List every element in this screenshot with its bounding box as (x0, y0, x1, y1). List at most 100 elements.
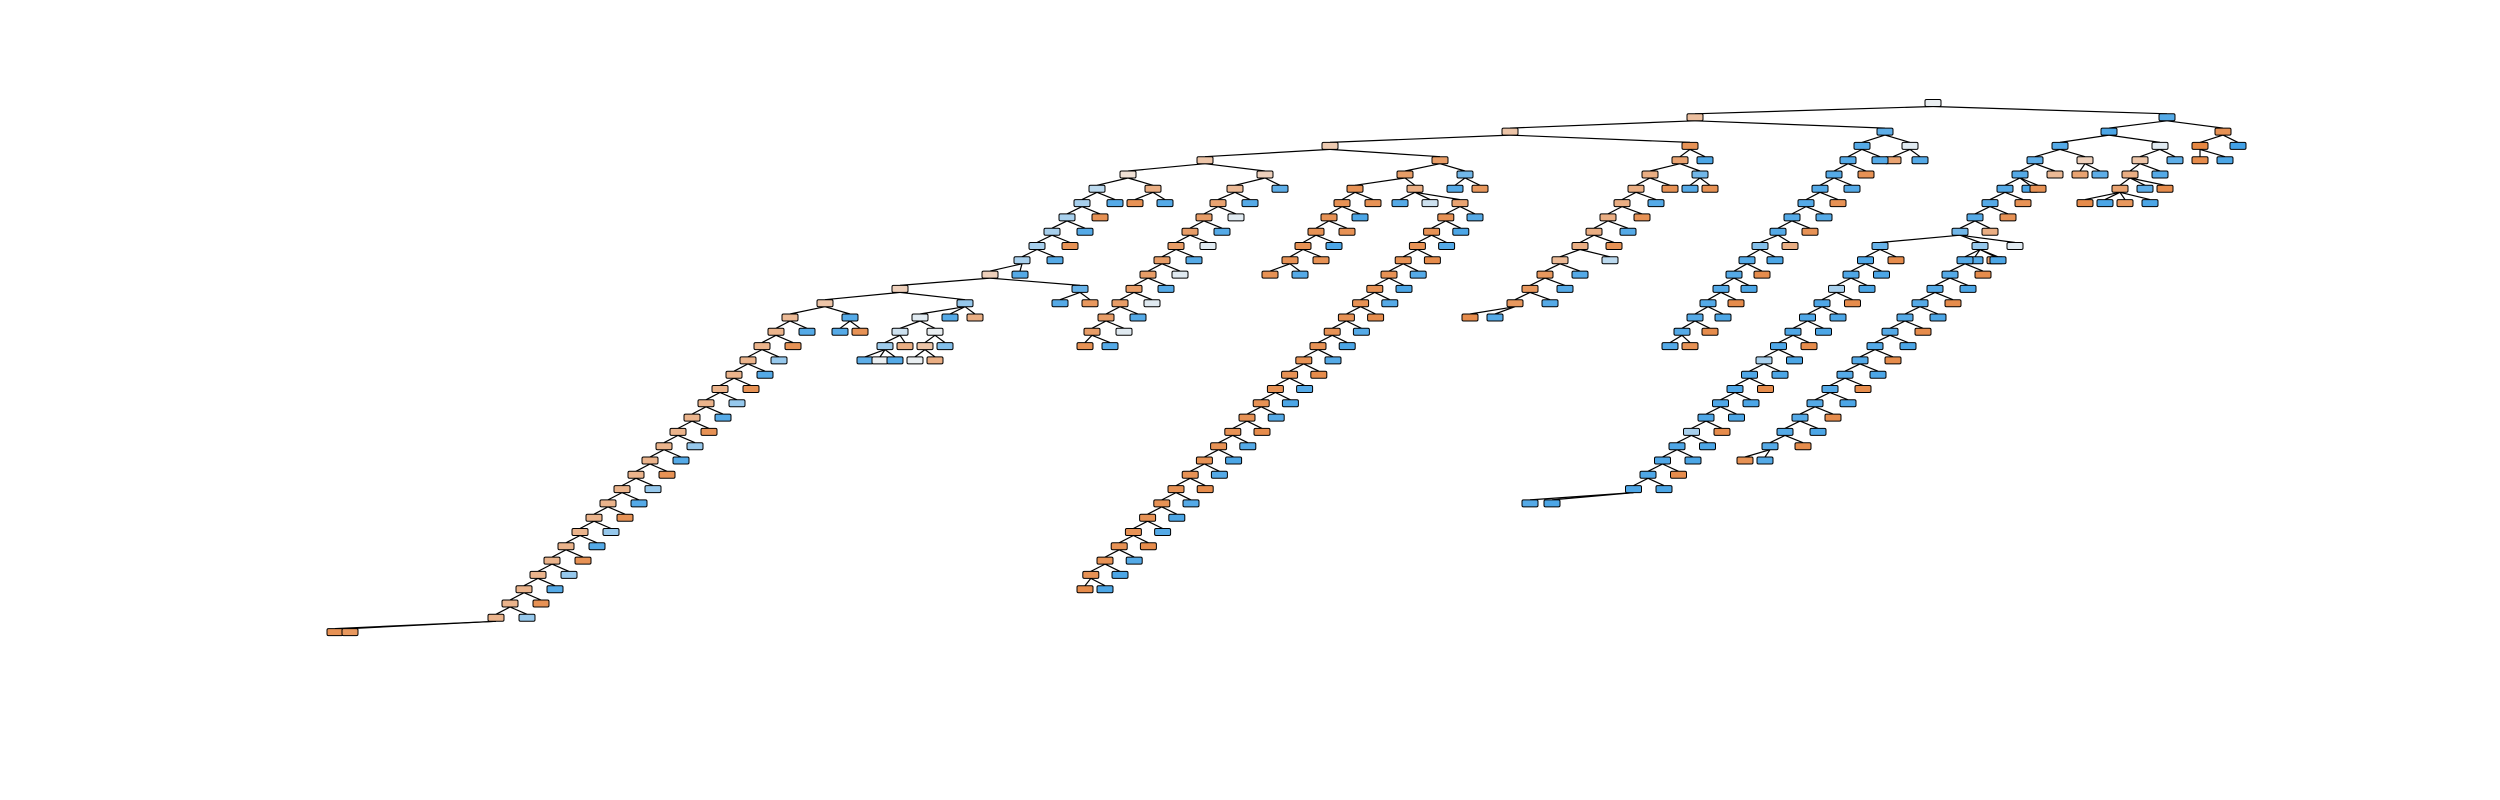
tree-node-54 (1770, 342, 1787, 351)
tree-node-50 (1799, 313, 1816, 322)
tree-edge (1909, 148, 1921, 158)
tree-node-190 (1261, 270, 1279, 279)
tree-edge (1147, 520, 1163, 530)
tree-node-343 (557, 542, 575, 551)
tree-node-46 (1828, 284, 1845, 293)
tree-edge (989, 277, 1081, 286)
tree-node-159 (1605, 242, 1623, 250)
tree-edge (1829, 391, 1849, 401)
tree-edge (705, 391, 721, 401)
tree-node-79 (1989, 256, 2007, 265)
tree-edge (1175, 248, 1195, 258)
tree-edge (1919, 306, 1939, 315)
tree-edge (1019, 263, 1023, 272)
tree-edge (1621, 191, 1637, 201)
tree-edge (1328, 220, 1348, 229)
tree-node-299 (926, 327, 944, 336)
tree-edge (1204, 463, 1220, 472)
tree-edge (1133, 277, 1149, 286)
tree-node-238 (1154, 528, 1172, 536)
tree-node-309 (781, 313, 799, 322)
tree-edge (775, 334, 794, 344)
tree-node-158 (1571, 242, 1589, 250)
tree-edge (1464, 177, 1481, 186)
tree-edge (1317, 334, 1333, 344)
tree-edge (1707, 291, 1722, 301)
tree-edge (1189, 477, 1206, 487)
tree-edge (1303, 363, 1320, 372)
tree-node-312 (851, 327, 869, 336)
tree-node-176 (1346, 184, 1364, 193)
tree-edge (691, 420, 710, 429)
tree-node-209 (1323, 327, 1341, 336)
tree-node-195 (1423, 227, 1441, 236)
tree-node-182 (1320, 213, 1338, 222)
tree-node-214 (1324, 356, 1342, 365)
tree-edge (1404, 177, 1416, 186)
tree-node-235 (1139, 513, 1157, 522)
tree-edge (1859, 349, 1876, 358)
tree-node-163 (1571, 270, 1589, 279)
tree-edge (2119, 191, 2151, 201)
tree-node-251 (1209, 199, 1227, 208)
tree-edge (1431, 234, 1447, 244)
tree-edge (1081, 206, 1101, 215)
tree-node-310 (841, 313, 859, 322)
tree-edge (1559, 263, 1581, 272)
tree-node-124 (1801, 227, 1819, 236)
tree-node-30 (2029, 184, 2047, 193)
tree-node-354 (518, 613, 536, 622)
tree-node-61 (1757, 385, 1774, 393)
tree-node-107 (1756, 456, 1774, 465)
tree-node-98 (1806, 399, 1824, 408)
tree-node-47 (1858, 284, 1876, 293)
tree-edge (1694, 306, 1709, 315)
tree-edge (2166, 120, 2224, 129)
tree-edge (1051, 220, 1068, 229)
tree-node-253 (1195, 213, 1213, 222)
tree-node-333 (627, 470, 645, 479)
tree-edge (1289, 263, 1301, 272)
tree-edge (1959, 234, 2016, 244)
tree-node-269 (1083, 327, 1101, 336)
tree-edge (2129, 177, 2146, 186)
tree-node-339 (585, 513, 603, 522)
tree-node-207 (1337, 313, 1355, 322)
tree-edge (1329, 134, 1511, 143)
tree-node-338 (630, 499, 648, 508)
tree-edge (1175, 477, 1191, 487)
tree-node-25 (2091, 170, 2109, 179)
tree-edge (2222, 134, 2239, 143)
tree-node-346 (574, 556, 592, 565)
tree-edge (2004, 177, 2021, 186)
tree-edge (1749, 377, 1766, 387)
tree-edge (663, 434, 679, 444)
tree-edge (1720, 277, 1735, 286)
tree-edge (1799, 420, 1819, 429)
tree-node-94 (1836, 370, 1854, 379)
tree-node-146 (1641, 170, 1659, 179)
tree-node-31 (1981, 199, 1999, 208)
tree-edge (2199, 148, 2226, 158)
tree-edge (1147, 506, 1163, 515)
tree-node-187 (1325, 242, 1343, 250)
tree-edge (2084, 163, 2101, 172)
tree-node-197 (1408, 242, 1426, 250)
tree-edge (1705, 406, 1721, 415)
tree-node-80 (1941, 270, 1959, 279)
tree-node-228 (1225, 456, 1243, 465)
tree-edge (2199, 134, 2224, 143)
tree-edge (824, 291, 901, 301)
tree-edge (2019, 177, 2039, 186)
tree-edge (1346, 320, 1362, 329)
tree-edge (1974, 249, 1981, 258)
tree-node-101 (1824, 413, 1842, 422)
tree-node-168 (1461, 313, 1479, 322)
tree-edge (1189, 220, 1205, 229)
tree-node-298 (891, 327, 909, 336)
tree-node-203 (1366, 284, 1384, 293)
tree-edge (733, 377, 752, 387)
tree-edge (1175, 234, 1191, 244)
tree-edge (1360, 306, 1376, 315)
